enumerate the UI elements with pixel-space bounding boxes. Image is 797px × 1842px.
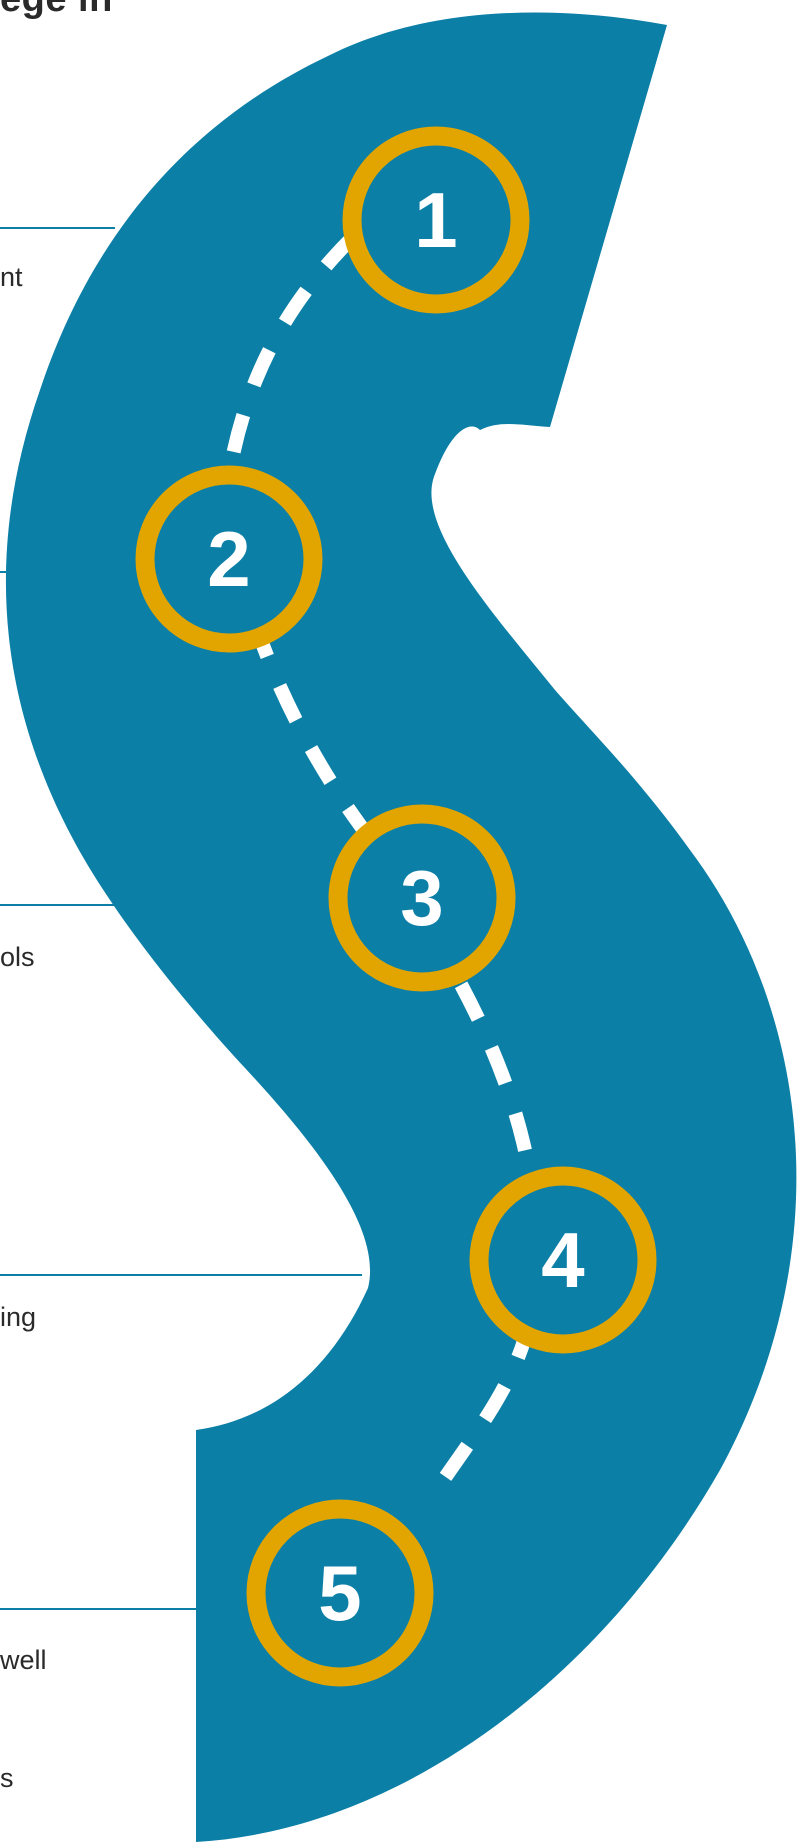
step-marker-5: 5 (246, 1499, 434, 1687)
row-5-text: well (0, 1645, 47, 1675)
heading-fragment: ege in (0, 0, 113, 21)
row-6-text: s (0, 1763, 14, 1793)
step-label-2: 2 (207, 515, 250, 603)
row-3-text: ols (0, 942, 35, 972)
step-label-3: 3 (400, 854, 443, 942)
step-marker-3: 3 (328, 804, 516, 992)
step-label-4: 4 (541, 1216, 584, 1304)
step-label-5: 5 (318, 1549, 361, 1637)
row-4-text: ing (0, 1302, 37, 1332)
step-label-1: 1 (414, 176, 457, 264)
step-marker-1: 1 (342, 126, 530, 314)
step-marker-2: 2 (135, 465, 323, 653)
row-1-text: nt (0, 262, 23, 292)
step-marker-4: 4 (469, 1166, 657, 1354)
